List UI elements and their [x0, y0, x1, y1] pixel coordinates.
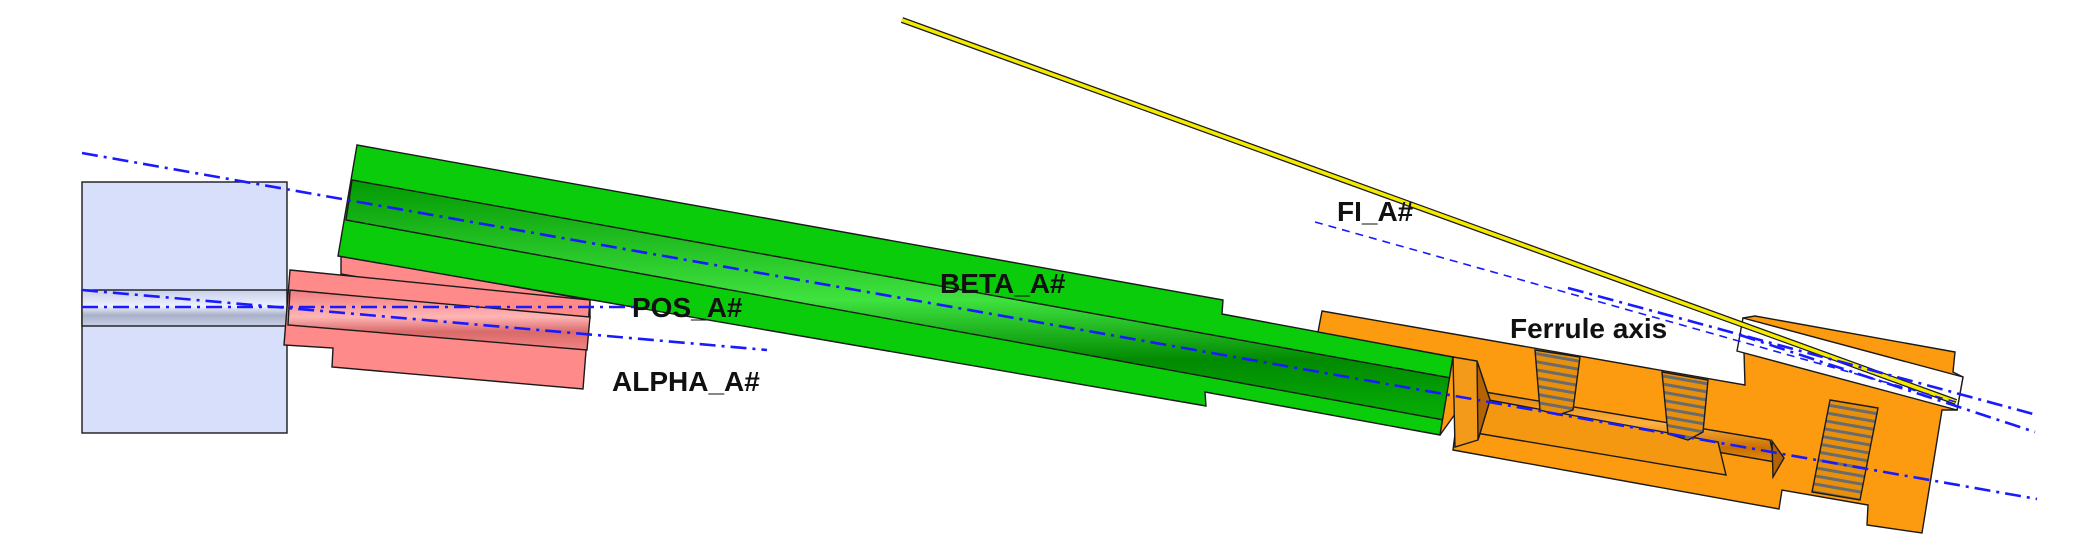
- axis-lines: [81, 151, 2038, 501]
- fiber: [900, 17, 1958, 405]
- fiber-label: FI_A#: [1337, 196, 1414, 227]
- ferrule-axis-upper: [1567, 286, 2038, 417]
- ferrule-axis-lower: [1739, 333, 2036, 434]
- beta-label: BETA_A#: [940, 268, 1066, 299]
- alpha-axis: [81, 288, 768, 352]
- pos-label: POS_A#: [632, 292, 743, 323]
- ferrule-axis-label: Ferrule axis: [1510, 313, 1668, 344]
- alpha-label: ALPHA_A#: [612, 366, 760, 397]
- beta-axis: [81, 151, 2038, 501]
